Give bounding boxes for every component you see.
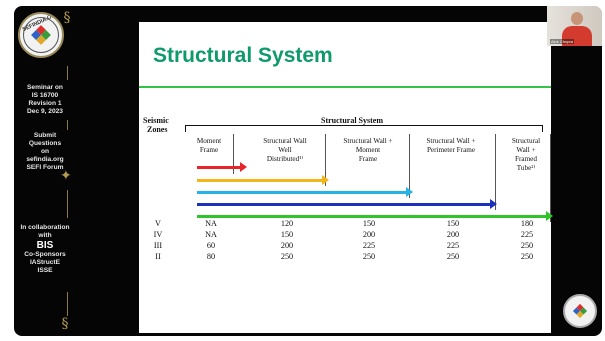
divider — [67, 120, 68, 130]
sefindia-logo: SEFINDIA.ORG — [18, 12, 64, 58]
header-brace — [185, 125, 543, 132]
divider — [67, 66, 68, 80]
column-divider — [325, 134, 326, 186]
slide-title: Structural System — [153, 44, 333, 67]
column-header: Structural Wall +Perimeter Frame — [426, 137, 476, 154]
submit-questions-link[interactable]: Submit Questions on sefindia.org SEFI Fo… — [26, 132, 64, 171]
structural-system-header: Structural System — [321, 116, 383, 125]
wall-framed-tube-arrow — [197, 211, 553, 221]
ornament-icon: § — [63, 10, 71, 26]
moment-frame-arrow — [197, 162, 247, 172]
logo-cube-icon — [572, 303, 588, 319]
presenter-body — [562, 26, 592, 46]
column-divider — [233, 134, 234, 174]
title-rule — [139, 86, 551, 88]
column-divider — [550, 134, 551, 222]
collaboration-info: In collaboration with BIS Co-Sponsors IA… — [14, 224, 76, 275]
presenter-video[interactable]: Alok Chopra — [547, 6, 602, 46]
sefindia-logo-small — [563, 294, 597, 328]
ornament-icon: § — [61, 316, 69, 332]
presenter-name: Alok Chopra — [550, 39, 575, 44]
bis-label: BIS — [36, 240, 54, 251]
wall-moment-frame-arrow — [197, 187, 413, 197]
video-frame: SEFINDIA.ORG § Seminar on IS 16700 Revis… — [14, 6, 602, 336]
wall-distributed-arrow — [197, 175, 329, 185]
divider — [67, 190, 68, 218]
column-divider — [495, 134, 496, 210]
wall-perimeter-frame-arrow — [197, 199, 497, 209]
divider — [67, 292, 68, 316]
seminar-info: Seminar on IS 16700 Revision 1 Dec 9, 20… — [27, 84, 63, 115]
seminar-sidebar: SEFINDIA.ORG § Seminar on IS 16700 Revis… — [14, 6, 76, 336]
presentation-slide: Structural System Seismic Zones Structur… — [139, 22, 553, 333]
presenter-head — [571, 12, 583, 25]
ornament-icon: ✦ — [60, 168, 72, 184]
seismic-zones-header: Seismic Zones — [143, 116, 169, 134]
column-divider — [409, 134, 410, 198]
